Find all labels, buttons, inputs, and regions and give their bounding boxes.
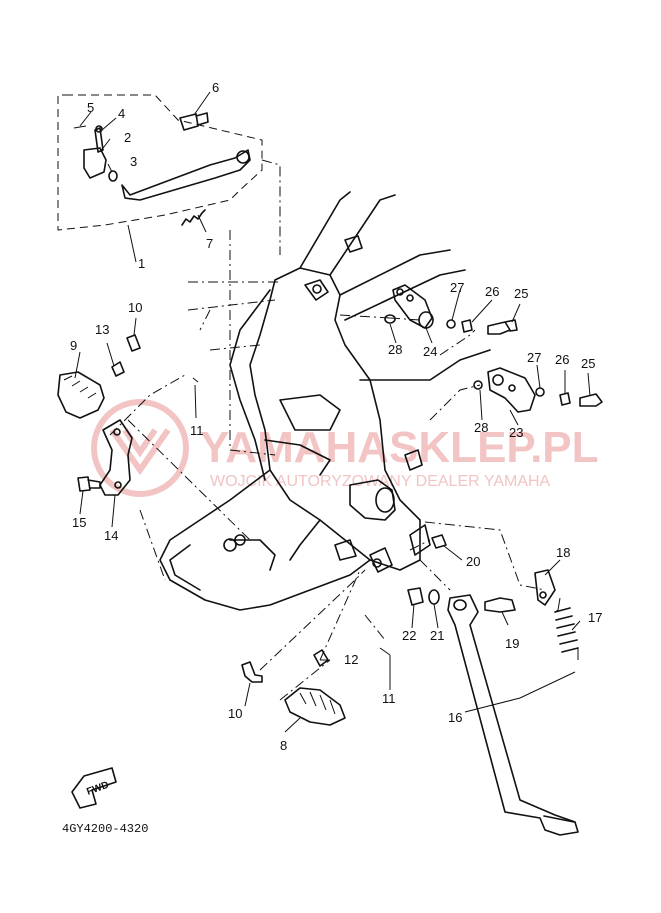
callout-19[interactable]: 19 — [505, 636, 519, 651]
callout-1[interactable]: 1 — [138, 256, 145, 271]
callout-7[interactable]: 7 — [206, 236, 213, 251]
callout-14[interactable]: 14 — [104, 528, 118, 543]
callout-27-lower[interactable]: 27 — [527, 350, 541, 365]
reference-lines — [109, 159, 546, 701]
callout-23[interactable]: 23 — [509, 425, 523, 440]
callout-26-lower[interactable]: 26 — [555, 352, 569, 367]
callout-28-lower[interactable]: 28 — [474, 420, 488, 435]
spring-hook-18 — [534, 569, 556, 606]
bolt-15 — [77, 476, 101, 492]
callout-25-lower[interactable]: 25 — [581, 356, 595, 371]
callout-27-upper[interactable]: 27 — [450, 280, 464, 295]
watermark: YAMAHASKLEP.PL WOJCIK AUTORYZOWANY DEALE… — [91, 399, 599, 497]
callout-17[interactable]: 17 — [588, 610, 602, 625]
diagram-code: 4GY4200-4320 — [62, 822, 148, 836]
bolt-10-lower — [241, 661, 263, 683]
callout-3[interactable]: 3 — [130, 154, 137, 169]
callout-4[interactable]: 4 — [118, 106, 125, 121]
callout-8[interactable]: 8 — [280, 738, 287, 753]
callout-25-upper[interactable]: 25 — [514, 286, 528, 301]
callout-15[interactable]: 15 — [72, 515, 86, 530]
callout-labels: 1 2 3 4 5 6 7 8 9 10 10 11 11 12 13 14 1… — [70, 80, 602, 753]
callout-11-lower[interactable]: 11 — [382, 691, 396, 706]
callout-2[interactable]: 2 — [124, 130, 131, 145]
cotter-11-lower — [379, 647, 391, 656]
brake-pedal-assembly — [57, 94, 263, 231]
callout-10-lower[interactable]: 10 — [228, 706, 242, 721]
callout-16[interactable]: 16 — [448, 710, 462, 725]
watermark-logo-icon — [91, 399, 189, 497]
sidestand-bolt-19 — [484, 597, 516, 613]
callout-26-upper[interactable]: 26 — [485, 284, 499, 299]
left-footrest — [57, 334, 199, 419]
callout-20[interactable]: 20 — [466, 554, 480, 569]
callout-13[interactable]: 13 — [95, 322, 109, 337]
callout-10-upper[interactable]: 10 — [128, 300, 142, 315]
callout-12[interactable]: 12 — [344, 652, 358, 667]
frame — [159, 191, 491, 611]
callout-21[interactable]: 21 — [430, 628, 444, 643]
fwd-arrow-icon: FWD — [71, 767, 117, 809]
callout-leaders — [74, 91, 591, 733]
sidestand — [447, 594, 579, 836]
watermark-brand: YAMAHASKLEP.PL — [200, 423, 599, 472]
callout-5[interactable]: 5 — [87, 100, 94, 115]
footrest-bracket-14 — [99, 419, 133, 496]
callout-22[interactable]: 22 — [402, 628, 416, 643]
nut-22 — [407, 587, 424, 606]
callout-28-upper[interactable]: 28 — [388, 342, 402, 357]
footrest-8 — [284, 687, 346, 726]
passenger-footrest-bracket-upper — [384, 284, 518, 335]
fwd-badge-text: FWD — [85, 780, 110, 798]
washer-21 — [428, 589, 440, 605]
callout-9[interactable]: 9 — [70, 338, 77, 353]
callout-11-upper[interactable]: 11 — [190, 423, 204, 438]
callout-24[interactable]: 24 — [423, 344, 437, 359]
callout-18[interactable]: 18 — [556, 545, 570, 560]
collar-20 — [431, 534, 447, 549]
spring-17 — [554, 597, 579, 660]
callout-6[interactable]: 6 — [212, 80, 219, 95]
